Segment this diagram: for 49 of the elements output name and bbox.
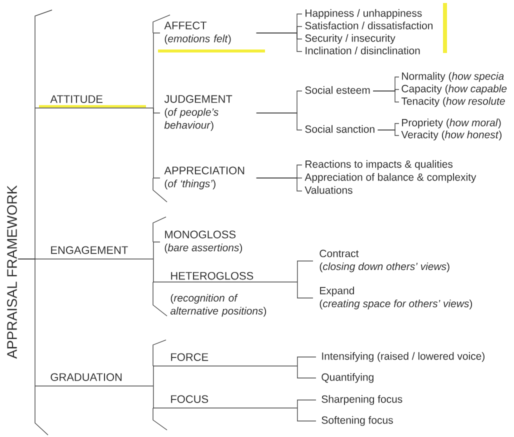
- bracket-connector: [18, 258, 36, 386]
- subcategory-text: Satisfaction / dissatisfaction: [305, 22, 432, 30]
- category-heading: MONOGLOSS (bare assertions): [164, 230, 242, 254]
- category-heading: HETEROGLOSS (recognition of alternative positions): [152, 272, 298, 317]
- subcategory-text: Social esteem: [305, 86, 370, 94]
- subcategory-text: Contract (closing down others’ views): [320, 250, 450, 272]
- category-heading: APPRECIATION (of ‘things’): [164, 166, 244, 190]
- subcategory-text: Veracity (how honest): [401, 130, 502, 140]
- subcategory-text: Softening focus: [322, 416, 393, 426]
- bracket-connector: [297, 366, 316, 378]
- underlined-heading: GRADUATION: [34, 373, 154, 386]
- underlined-heading: FOCUS: [152, 395, 298, 408]
- subcategory-text: Expand (creating space for others’ views): [320, 286, 472, 310]
- bracket-connector: [297, 408, 316, 422]
- subcategory-text: Normality (how specia: [402, 72, 504, 82]
- subcategory-text: Intensifying (raised / lowered voice): [322, 352, 484, 362]
- bracket-connector: [256, 112, 302, 130]
- subcategory-text: Sharpening focus: [322, 395, 402, 405]
- bracket-connector: [297, 260, 314, 282]
- category-heading: AFFECT (emotions felt): [164, 22, 231, 44]
- bracket-connector: [377, 130, 400, 136]
- underlined-heading: ENGAGEMENT: [34, 246, 154, 260]
- subcategory-text: Quantifying: [322, 373, 374, 383]
- bracket-connector: [297, 282, 314, 298]
- bracket-connector: [297, 400, 316, 408]
- category-heading: JUDGEMENT (of people’s behaviour): [164, 95, 232, 131]
- bracket-connector: [152, 366, 154, 386]
- underlined-heading: ATTITUDE: [34, 95, 154, 108]
- bracket-connector: [153, 32, 160, 108]
- subcategory-text: Happiness / unhappiness: [306, 9, 422, 19]
- subcategory-text: Security / insecurity: [305, 34, 396, 44]
- bracket-connector: [372, 90, 400, 102]
- vertical-heading: APPRAISAL FRAMEWORK: [7, 185, 17, 359]
- subcategory-text: Inclination / disinclination: [306, 46, 420, 54]
- subcategory-text: Social sanction: [305, 125, 374, 133]
- subcategory-text: Capacity (how capable: [402, 84, 507, 94]
- subcategory-text: Appreciation of balance & complexity: [304, 173, 476, 183]
- bracket-connector: [256, 178, 302, 192]
- bracket-connector: [153, 108, 160, 178]
- underlined-heading: FORCE: [152, 353, 298, 366]
- subcategory-text: Tenacity (how resolute: [401, 97, 505, 107]
- subcategory-text: Valuations: [304, 186, 352, 194]
- subcategory-text: Propriety (how moral): [402, 118, 501, 128]
- bracket-connector: [297, 356, 316, 366]
- bracket-connector: [152, 386, 154, 408]
- bracket-connector: [152, 258, 154, 282]
- bracket-connector: [256, 32, 302, 52]
- bracket-connector: [153, 242, 160, 260]
- subcategory-text: Reactions to impacts & qualities: [306, 160, 453, 170]
